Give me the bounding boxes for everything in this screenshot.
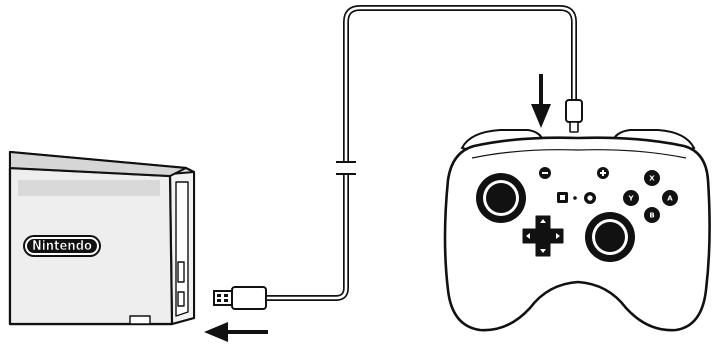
b-button: B [644, 207, 660, 223]
pro-controller: X Y A B [443, 129, 711, 332]
left-arrow-icon [204, 322, 268, 342]
x-button: X [644, 170, 660, 186]
plus-icon [597, 167, 609, 179]
a-button-label: A [667, 195, 673, 203]
a-button: A [662, 190, 678, 206]
minus-icon [539, 167, 551, 179]
home-icon [584, 192, 596, 204]
y-button: Y [623, 190, 639, 206]
led-dot [573, 196, 577, 200]
usb-a-connector [213, 286, 267, 310]
nintendo-logo-text: Nintendo [32, 239, 92, 254]
capture-icon [557, 192, 568, 203]
d-pad [522, 215, 564, 257]
y-button-label: Y [627, 195, 634, 203]
usb-cable [263, 5, 577, 301]
x-button-label: X [649, 175, 655, 183]
usb-icon [217, 294, 228, 302]
cable-break-mark [336, 161, 356, 175]
usb-c-connector [565, 99, 583, 133]
left-analog-stick [476, 173, 526, 223]
down-arrow-icon [531, 74, 551, 128]
right-analog-stick [585, 212, 635, 262]
b-button-label: B [649, 212, 654, 220]
nintendo-logo: Nintendo [23, 235, 101, 257]
